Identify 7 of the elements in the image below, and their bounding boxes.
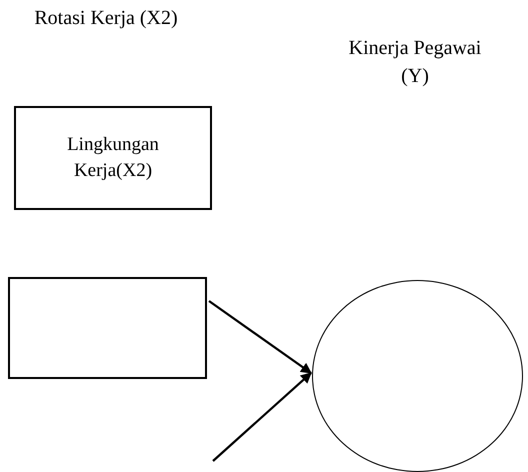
variable-label: Rotasi Kerja (X2) [33, 6, 179, 31]
variable-box [14, 106, 212, 210]
empty-box [8, 277, 207, 379]
arrow [212, 372, 312, 462]
box-label: Lingkungan Kerja(X2) [66, 133, 160, 183]
arrow [208, 300, 312, 374]
variable-label: Kinerja Pegawai (Y) [348, 36, 482, 89]
